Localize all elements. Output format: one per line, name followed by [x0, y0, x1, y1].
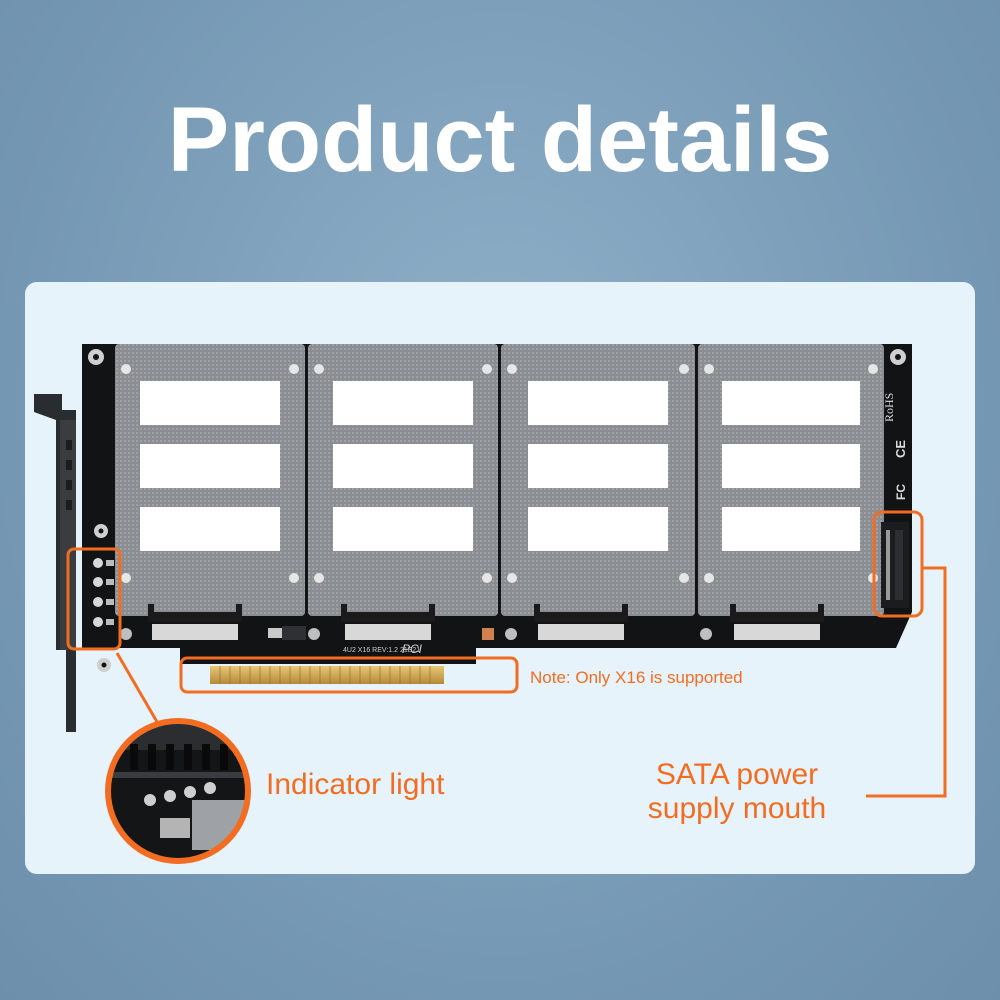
pcie-bracket [34, 394, 76, 732]
silkscreen-rohs: RoHS [882, 393, 896, 422]
indicator-light-label: Indicator light [266, 768, 445, 801]
x16-note: Note: Only X16 is supported [530, 668, 743, 687]
indicator-leader-line [115, 652, 162, 728]
callout-outlines [66, 510, 947, 798]
sata-label-line-2: supply mouth [647, 792, 827, 825]
sata-label-line-1: SATA power [655, 758, 819, 791]
board-components [120, 626, 712, 640]
indicator-highlight-box [66, 547, 122, 651]
fc-mark-icon: FC [894, 484, 908, 500]
drive-bay-4 [698, 344, 884, 640]
indicator-leds [93, 558, 114, 627]
sata-highlight-box [872, 510, 924, 618]
drive-bay-1 [115, 344, 305, 640]
pcie-x16-connector [210, 666, 444, 684]
drive-bay-3 [501, 344, 695, 640]
x16-highlight-box [179, 656, 519, 694]
sata-power-connector [881, 522, 909, 608]
ce-mark-icon: CE [893, 440, 908, 458]
sata-leader-line [866, 566, 947, 798]
silkscreen-pci: PCI [402, 642, 423, 656]
silkscreen-rev: 4U2 X16 REV:1.2 21E21 [343, 647, 420, 654]
page-title: Product details [167, 89, 833, 191]
sata-power-label: SATA power supply mouth [637, 758, 837, 826]
indicator-zoom-circle [105, 718, 251, 864]
drive-bay-2 [308, 344, 498, 640]
